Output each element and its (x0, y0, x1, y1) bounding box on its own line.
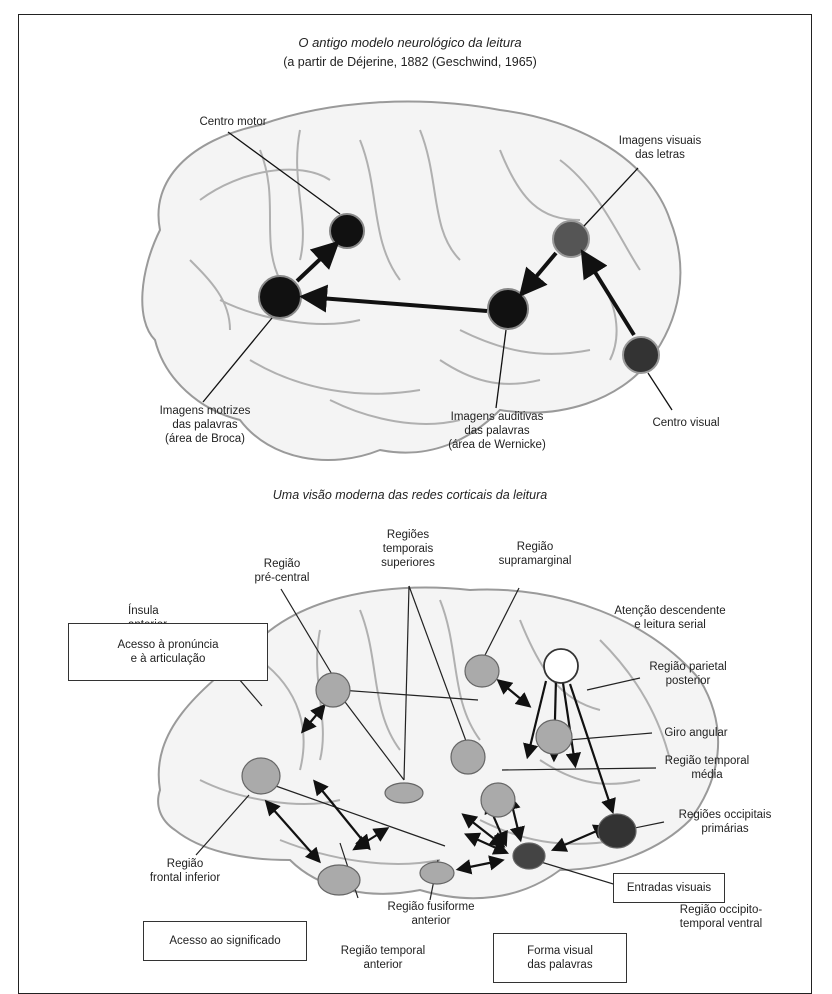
label-imagens-motrizes: Imagens motrizes das palavras (área de B… (140, 404, 270, 446)
label-regiao-temporal-anterior: Região temporal anterior (318, 944, 448, 972)
label-centro-visual: Centro visual (636, 416, 736, 430)
label-giro-angular: Giro angular (646, 726, 746, 740)
top-title: O antigo modelo neurológico da leitura (210, 35, 610, 50)
node-supramarginal (465, 655, 499, 687)
node-giro-angular (536, 720, 572, 754)
node-temporal-superior-1 (385, 783, 423, 803)
node-pre-central (316, 673, 350, 707)
node-centro-motor (330, 214, 364, 248)
node-occipitais-primarias (598, 814, 636, 848)
label-centro-motor: Centro motor (178, 115, 288, 129)
node-wernicke (488, 289, 528, 329)
node-occipito-temporal (513, 843, 545, 869)
bottom-title: Uma visão moderna das redes corticais da… (210, 488, 610, 502)
node-temporal-superior-2 (451, 740, 485, 774)
node-insula (242, 758, 280, 794)
label-regiao-supramarginal: Região supramarginal (480, 540, 590, 568)
label-regiao-fusiforme-anterior: Região fusiforme anterior (366, 900, 496, 928)
label-regiao-occipito-temporal: Região occipito- temporal ventral (656, 903, 786, 931)
label-regiao-parietal-posterior: Região parietal posterior (628, 660, 748, 688)
box-forma-visual: Forma visual das palavras (493, 933, 627, 983)
label-regiao-pre-central: Região pré-central (232, 557, 332, 585)
node-fusiforme-anterior (420, 862, 454, 884)
node-centro-visual (623, 337, 659, 373)
node-broca (259, 276, 301, 318)
box-acesso-significado: Acesso ao significado (143, 921, 307, 961)
node-temporal-media (481, 783, 515, 817)
node-parietal-posterior (544, 649, 578, 683)
label-regioes-occipitais-primarias: Regiões occipitais primárias (660, 808, 790, 836)
node-imagens-visuais (553, 221, 589, 257)
label-imagens-auditivas: Imagens auditivas das palavras (área de … (432, 410, 562, 452)
box-acesso-pronuncia: Acesso à pronúncia e à articulação (68, 623, 268, 681)
label-atencao-descendente: Atenção descendente e leitura serial (600, 604, 740, 632)
box-entradas-visuais: Entradas visuais (613, 873, 725, 903)
node-temporal-anterior (318, 865, 360, 895)
label-regioes-temporais-superiores: Regiões temporais superiores (358, 528, 458, 570)
label-regiao-frontal-inferior: Região frontal inferior (130, 857, 240, 885)
top-subtitle: (a partir de Déjerine, 1882 (Geschwind, … (210, 55, 610, 69)
label-regiao-temporal-media: Região temporal média (652, 754, 762, 782)
label-imagens-visuais: Imagens visuais das letras (600, 134, 720, 162)
